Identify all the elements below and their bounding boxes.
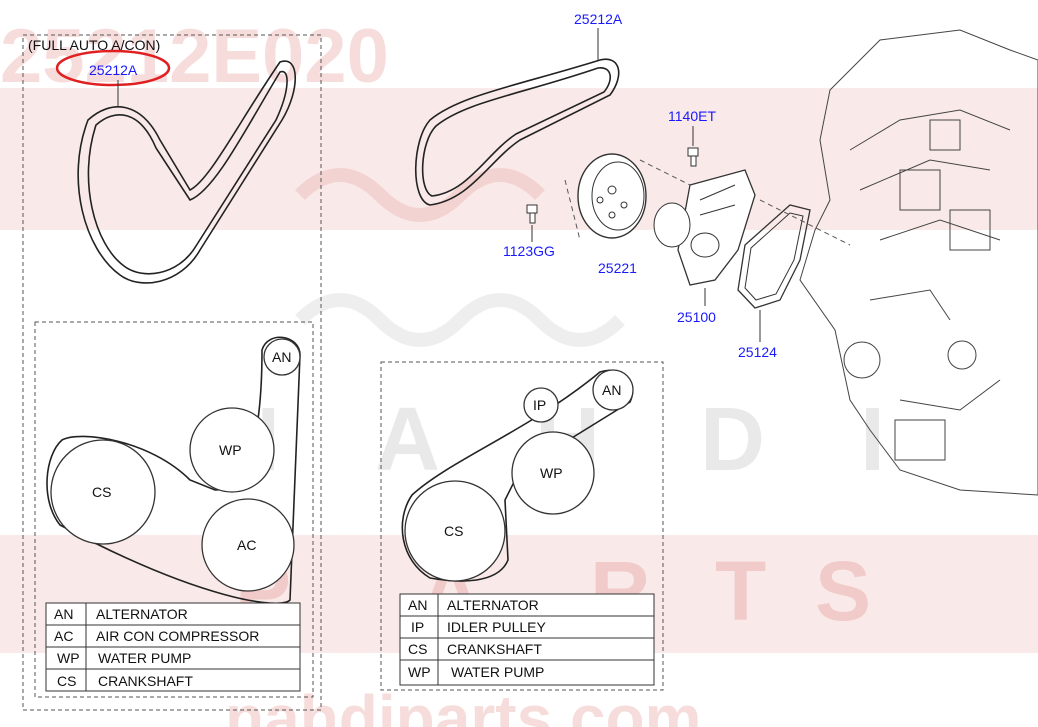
watermark-site: nahdiparts.com [225,682,702,727]
watermark-brand-a: A [375,390,440,490]
part-label-gasket[interactable]: 25124 [738,344,777,360]
right-routing-diagram: CS WP IP AN [401,369,634,582]
legend-left-code-0: AN [54,606,73,622]
left-pulley-ac: AC [237,537,256,553]
full-auto-acon-box [22,34,322,711]
full-auto-acon-note: (FULL AUTO A/CON) [28,37,160,53]
part-label-bolt-top[interactable]: 1140ET [668,108,716,124]
right-routing-box [380,361,664,691]
legend-right-code-0: AN [408,597,427,613]
watermark-parts-t: T [715,544,766,638]
watermark-part-number: 25212E020 [0,14,389,99]
legend-right-name-0: ALTERNATOR [447,597,539,613]
part-label-belt-main[interactable]: 25212A [574,11,623,27]
legend-left-name-1: AIR CON COMPRESSOR [96,628,259,644]
legend-left-code-3: CS [57,673,76,689]
legend-right-code-3: WP [408,664,431,680]
legend-left-name-0: ALTERNATOR [96,606,188,622]
legend-left-name-3: CRANKSHAFT [98,673,193,689]
left-pulley-cs: CS [92,484,111,500]
left-legend-table: AN ALTERNATOR AC AIR CON COMPRESSOR WP W… [45,602,301,692]
part-label-water-pump[interactable]: 25100 [677,309,716,325]
part-label-belt-full-auto[interactable]: 25212A [89,62,138,78]
legend-right-code-2: CS [408,641,427,657]
legend-right-code-1: IP [411,619,424,635]
right-pulley-wp: WP [540,465,563,481]
serpentine-belt-main [415,58,620,206]
watermark-brand-i: I [860,390,885,490]
legend-right-name-1: IDLER PULLEY [447,619,546,635]
bolt-1123gg [526,204,538,224]
legend-right-name-3: WATER PUMP [451,664,544,680]
engine-block [799,29,1038,496]
part-label-bolt-left[interactable]: 1123GG [503,243,555,259]
legend-left-code-1: AC [54,628,73,644]
pulley-25221 [577,153,647,239]
right-pulley-cs: CS [444,523,463,539]
right-pulley-ip: IP [533,397,546,413]
left-pulley-wp: WP [219,442,242,458]
right-legend-table: AN ALTERNATOR IP IDLER PULLEY CS CRANKSH… [399,593,655,686]
water-pump-25100 [653,169,756,286]
right-pulley-an: AN [602,382,621,398]
bolt-1140et [687,147,699,167]
legend-right-name-2: CRANKSHAFT [447,641,542,657]
left-routing-diagram: CS WP AC AN [46,336,301,605]
alignment-lines [564,159,851,246]
legend-left-name-2: WATER PUMP [98,650,191,666]
left-routing-box [34,321,314,698]
highlight-ring [55,49,171,87]
left-pulley-an: AN [272,349,291,365]
serpentine-belt-full-auto [77,60,297,284]
legend-left-code-2: WP [57,650,80,666]
part-label-pulley[interactable]: 25221 [598,260,637,276]
gasket-25124 [737,204,811,309]
watermark-brand-d: D [700,390,765,490]
watermark-parts-s: S [815,544,871,638]
